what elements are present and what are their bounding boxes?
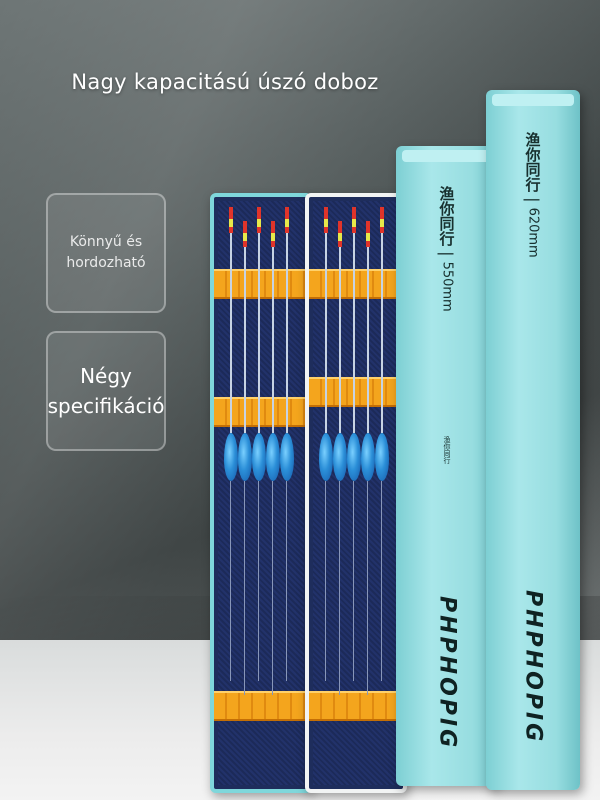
box-label: 渔你同行 | 620mm	[523, 132, 544, 258]
middle-strap	[309, 377, 403, 407]
closed-float-box-620: 渔你同行 | 620mm PHPHOPIG	[486, 90, 580, 790]
middle-strap	[214, 397, 308, 427]
open-float-case-right	[305, 193, 407, 793]
brand-logo: 渔你同行	[443, 436, 451, 464]
bottom-strap	[214, 691, 308, 721]
closed-float-box-550: 渔你同行 | 550mm 渔你同行 PHPHOPIG	[396, 146, 498, 786]
label-divider: |	[523, 197, 543, 208]
box-cap	[402, 150, 492, 162]
feature-label: Négy specifikáció	[47, 364, 165, 418]
brand-chinese: 渔你同行	[523, 132, 542, 192]
label-divider: |	[437, 251, 457, 262]
brand-english: PHPHOPIG	[434, 596, 460, 751]
page-title: Nagy kapacitású úszó doboz	[71, 70, 379, 94]
top-strap	[214, 269, 308, 299]
box-size: 550mm	[439, 261, 455, 312]
feature-label: Könnyű és hordozható	[66, 234, 146, 271]
top-strap	[309, 269, 403, 299]
brand-english: PHPHOPIG	[520, 590, 546, 745]
box-label: 渔你同行 | 550mm	[437, 186, 458, 312]
bottom-strap	[309, 691, 403, 721]
feature-badge-specs: Négy specifikáció	[46, 331, 166, 451]
open-float-case-left	[210, 193, 312, 793]
box-size: 620mm	[525, 207, 541, 258]
brand-chinese: 渔你同行	[437, 186, 456, 246]
feature-badge-portable: Könnyű és hordozható	[46, 193, 166, 313]
box-cap	[492, 94, 574, 106]
